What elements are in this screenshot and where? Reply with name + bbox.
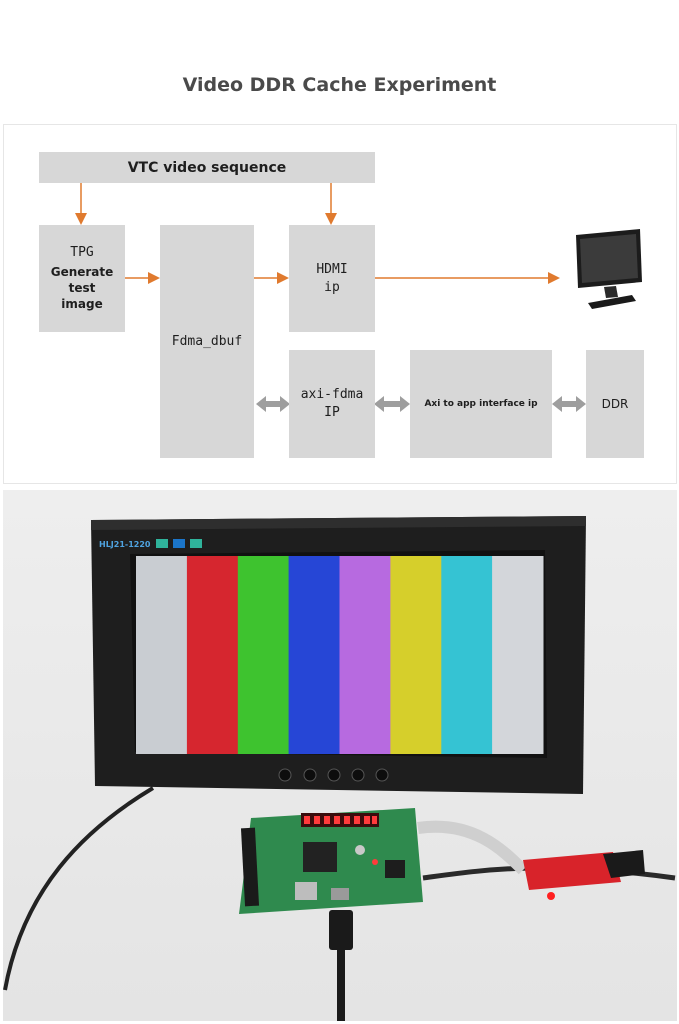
monitor-button <box>278 768 292 782</box>
ethernet-port <box>295 882 317 900</box>
ddr-block: DDR <box>586 350 644 458</box>
monitor-button <box>375 768 389 782</box>
axi-fdma-label-2: IP <box>324 405 340 420</box>
hardware-photo: HLJ21-1220 <box>3 490 677 1021</box>
monitor-status-icon <box>190 539 202 548</box>
tpg-title: TPG <box>70 245 94 260</box>
monitor-button <box>351 768 365 782</box>
photo-illustration: HLJ21-1220 <box>3 490 677 1021</box>
axi-app-label: Axi to app interface ip <box>424 399 538 409</box>
color-bar <box>136 556 188 754</box>
ribbon-cable <box>417 820 528 875</box>
fdma-dbuf-label: Fdma_dbuf <box>171 334 243 349</box>
fpga-board <box>239 808 423 914</box>
color-bar <box>492 556 544 754</box>
block-diagram: VTC video sequence TPG Generate test ima… <box>3 124 677 484</box>
hdmi-label-1: HDMI <box>316 261 348 277</box>
jtag-downloader <box>523 850 645 900</box>
seven-segment-digits <box>304 816 377 824</box>
color-bar <box>288 556 340 754</box>
monitor-status-icon <box>173 539 185 548</box>
diagram-connectors <box>75 183 642 412</box>
fpga-chip <box>303 842 337 872</box>
color-bar <box>441 556 493 754</box>
bidir-arrow-app-ddr <box>552 396 586 412</box>
hdmi-ip-block: HDMI ip <box>289 225 375 332</box>
hdmi-label-2: ip <box>324 279 340 295</box>
hdmi-plug <box>329 910 353 950</box>
axi-app-interface-block: Axi to app interface ip <box>410 350 552 458</box>
monitor-brand-label: HLJ21-1220 <box>99 540 151 549</box>
monitor-status-icon <box>156 539 168 548</box>
color-bar <box>186 556 239 754</box>
monitor-button <box>327 768 341 782</box>
tpg-desc-1: Generate <box>50 265 114 279</box>
vtc-label: VTC video sequence <box>127 159 287 176</box>
bidir-arrow-axi-app <box>374 396 410 412</box>
color-bar <box>390 556 442 754</box>
hdmi-port <box>331 888 349 900</box>
monitor-button <box>303 768 317 782</box>
tpg-desc-3: image <box>61 297 103 311</box>
ddr-label: DDR <box>601 397 629 411</box>
fdma-dbuf-block: Fdma_dbuf <box>160 225 254 458</box>
vtc-block: VTC video sequence <box>39 152 375 183</box>
tpg-block: TPG Generate test image <box>39 225 125 332</box>
axi-fdma-label-1: axi-fdma <box>300 387 364 402</box>
color-bar <box>339 556 391 754</box>
tpg-desc-2: test <box>68 281 96 295</box>
color-bars <box>136 556 544 754</box>
power-cable <box>3 786 155 991</box>
page-title: Video DDR Cache Experiment <box>182 74 497 96</box>
monitor: HLJ21-1220 <box>91 516 586 794</box>
monitor-icon <box>576 229 642 309</box>
axi-fdma-block: axi-fdma IP <box>289 350 375 458</box>
bidir-arrow-fdma-axi <box>256 396 290 412</box>
color-bar <box>237 556 290 754</box>
